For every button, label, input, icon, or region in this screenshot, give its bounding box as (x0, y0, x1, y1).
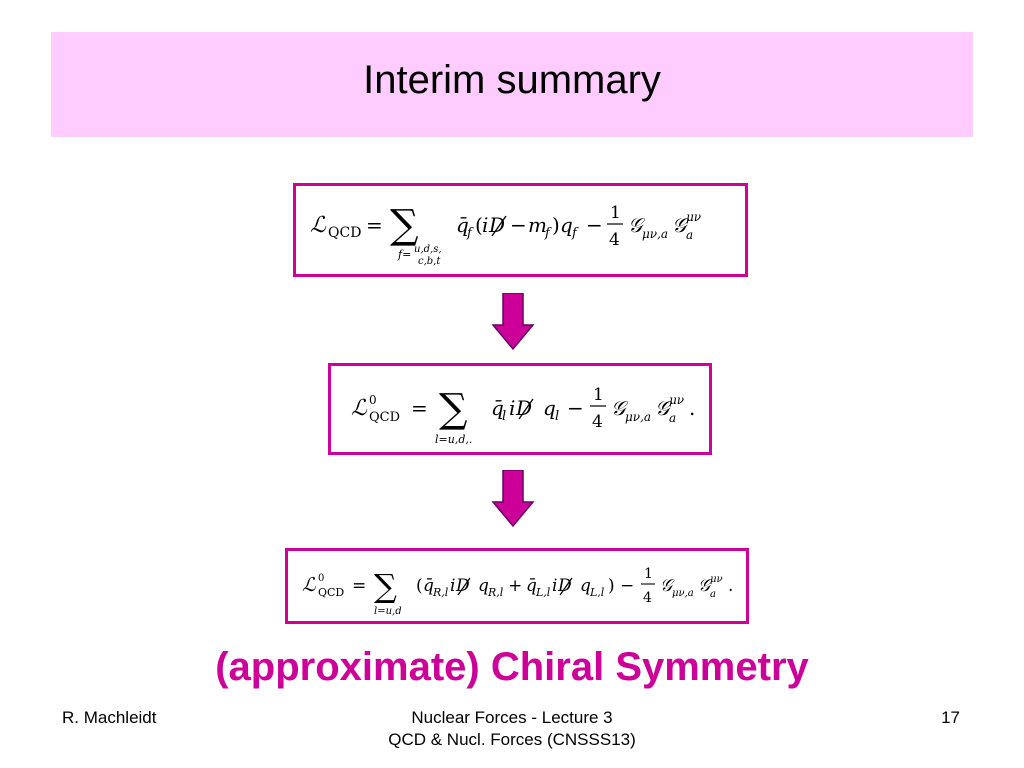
svg-text:f: f (571, 226, 579, 241)
svg-text:i: i (552, 576, 557, 596)
svg-text:𝒢: 𝒢 (655, 396, 673, 420)
svg-text:D: D (515, 396, 532, 420)
svg-text:L,l: L,l (589, 586, 605, 599)
svg-text:R,l: R,l (487, 586, 504, 599)
equation-box-qcd-lagrangian: ℒ QCD = ∑ f= u,d,s, c,b,t q̄ f ( i D − m… (293, 183, 748, 277)
svg-text:q: q (478, 576, 489, 596)
svg-text:μν: μν (669, 393, 684, 407)
equation-chiral-lagrangian: ℒ 0 QCD = ∑ l=u,d ( q̄ R,l i D q R,l + q… (302, 566, 733, 617)
svg-text:−: − (510, 213, 527, 237)
svg-text:μν,a: μν,a (625, 410, 651, 424)
footer-course-line2: QCD & Nucl. Forces (CNSSS13) (388, 730, 636, 749)
svg-text:): ) (552, 213, 560, 237)
equation-box-massless-lagrangian: ℒ 0 QCD = ∑ l=u,d,. q̄ l i D q l − 1 4 𝒢… (328, 363, 712, 455)
svg-text:ℒ: ℒ (351, 396, 368, 421)
svg-text:4: 4 (643, 590, 652, 606)
svg-text:0: 0 (369, 393, 377, 407)
svg-text:μν: μν (686, 210, 701, 224)
svg-text:μν: μν (710, 574, 723, 585)
page-number: 17 (941, 708, 960, 727)
down-arrow-icon (491, 293, 535, 351)
svg-text:l=u,d,.: l=u,d,. (435, 433, 472, 446)
chiral-symmetry-heading: (approximate) Chiral Symmetry (215, 645, 809, 689)
slide-title: Interim summary (363, 58, 661, 102)
svg-text:𝒢: 𝒢 (672, 213, 690, 237)
equation-box-chiral-lagrangian: ℒ 0 QCD = ∑ l=u,d ( q̄ R,l i D q R,l + q… (285, 548, 749, 624)
svg-text:l=u,d: l=u,d (374, 606, 402, 617)
svg-text:q̄: q̄ (526, 576, 537, 596)
svg-text:0: 0 (318, 573, 324, 584)
svg-text:4: 4 (609, 230, 620, 250)
svg-text:∑: ∑ (439, 386, 468, 432)
svg-text:𝒢: 𝒢 (628, 213, 646, 237)
svg-text:μν,a: μν,a (672, 588, 694, 599)
svg-text:l: l (502, 409, 506, 424)
svg-text:(: ( (475, 213, 483, 237)
svg-text:ℒ: ℒ (310, 213, 327, 238)
svg-text:i: i (482, 213, 488, 237)
svg-text:q: q (560, 213, 573, 237)
svg-text:.: . (728, 576, 733, 596)
svg-text:1: 1 (610, 203, 621, 223)
svg-text:∑: ∑ (390, 202, 419, 248)
svg-text:a: a (669, 411, 676, 425)
svg-text:ℒ: ℒ (302, 574, 317, 596)
svg-text:i: i (450, 576, 455, 596)
svg-text:f: f (466, 226, 474, 241)
svg-text:a: a (686, 228, 693, 242)
svg-text:f=: f= (397, 248, 411, 261)
title-bar (51, 32, 973, 137)
svg-text:c,b,t: c,b,t (418, 256, 441, 267)
footer-course-line1: Nuclear Forces - Lecture 3 (411, 708, 613, 727)
svg-text:): ) (608, 576, 615, 596)
svg-text:f: f (544, 226, 552, 241)
svg-text:(: ( (416, 576, 423, 596)
svg-text:l: l (555, 409, 559, 424)
svg-text:D: D (488, 213, 505, 237)
svg-text:D: D (455, 576, 470, 596)
svg-text:.: . (689, 396, 695, 420)
svg-text:q̄: q̄ (456, 213, 469, 237)
svg-text:i: i (509, 396, 515, 420)
svg-text:−: − (586, 213, 603, 237)
svg-text:q: q (543, 396, 556, 420)
svg-text:𝒢: 𝒢 (660, 576, 675, 596)
svg-text:u,d,s,: u,d,s, (414, 244, 442, 255)
svg-text:−: − (620, 576, 634, 596)
svg-text:μν,a: μν,a (642, 227, 668, 241)
svg-text:QCD: QCD (369, 410, 400, 425)
svg-text:m: m (528, 213, 547, 237)
svg-text:𝒢: 𝒢 (611, 396, 629, 420)
svg-text:QCD: QCD (318, 586, 344, 599)
footer-author: R. Machleidt (62, 708, 157, 727)
footer-course: Nuclear Forces - Lecture 3 QCD & Nucl. F… (312, 707, 712, 751)
svg-text:1: 1 (644, 566, 653, 582)
down-arrow-icon (491, 470, 535, 528)
svg-text:𝒢: 𝒢 (698, 576, 713, 596)
svg-text:=: = (411, 396, 428, 420)
svg-text:=: = (352, 576, 366, 596)
svg-text:−: − (567, 396, 584, 420)
svg-text:QCD: QCD (328, 225, 361, 241)
svg-text:q̄: q̄ (491, 396, 504, 420)
svg-text:=: = (366, 213, 383, 237)
svg-text:+: + (508, 576, 522, 596)
svg-text:4: 4 (592, 412, 603, 432)
svg-text:D: D (557, 576, 572, 596)
svg-text:L,l: L,l (535, 586, 551, 599)
svg-text:q: q (580, 576, 591, 596)
equation-qcd-lagrangian: ℒ QCD = ∑ f= u,d,s, c,b,t q̄ f ( i D − m… (310, 202, 701, 267)
equation-massless-lagrangian: ℒ 0 QCD = ∑ l=u,d,. q̄ l i D q l − 1 4 𝒢… (351, 385, 695, 446)
svg-text:q̄: q̄ (423, 576, 434, 596)
svg-text:1: 1 (593, 385, 604, 405)
svg-text:a: a (710, 589, 716, 600)
svg-text:R,l: R,l (432, 586, 449, 599)
svg-text:∑: ∑ (374, 567, 397, 605)
